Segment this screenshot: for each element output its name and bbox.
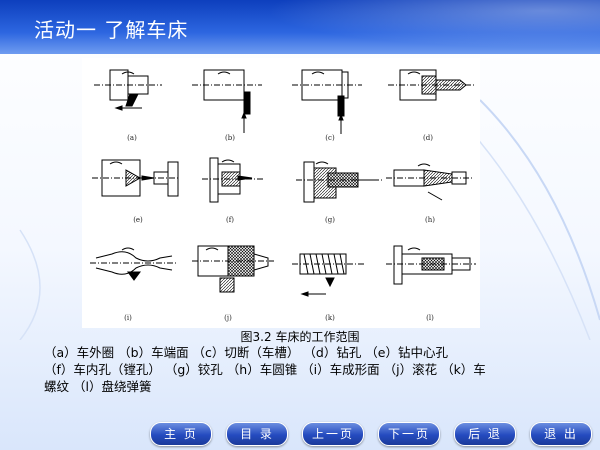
panel-a-drawing [94, 69, 162, 111]
next-page-button[interactable]: 下一页 [378, 422, 440, 446]
panel-e-drawing [92, 159, 179, 197]
panel-d-drawing [388, 69, 474, 101]
panel-b-drawing [192, 69, 262, 133]
panel-label-f: (f) [226, 216, 234, 224]
lathe-figure: (a) (b) (c) (d) (e) (f) (g) (h) (i) (j) … [82, 58, 480, 328]
panel-label-j: (j) [224, 314, 232, 322]
panel-label-d: (d) [423, 134, 433, 142]
panel-label-b: (b) [225, 134, 235, 142]
prev-page-button[interactable]: 上一页 [302, 422, 364, 446]
navigation-bar: 主 页 目 录 上一页 下一页 后 退 退 出 [150, 422, 592, 448]
exit-button[interactable]: 退 出 [530, 422, 592, 446]
panel-f-drawing [202, 157, 264, 203]
panel-i-drawing [90, 247, 178, 281]
description-line-2: （f）车内孔（镗孔） （g）铰孔 （h）车圆锥 （i）车成形面 （j）滚花 （k… [44, 362, 486, 377]
header-glow [220, 0, 600, 54]
panel-label-l: (l) [426, 314, 434, 322]
panel-label-k: (k) [325, 314, 335, 322]
panel-h-drawing [386, 163, 474, 201]
description-line-1: （a）车外圈 （b）车端面 （c）切断（车槽） （d）钻孔 （e）钻中心孔 [44, 345, 448, 360]
panel-c-drawing [292, 69, 362, 134]
slide-title: 活动一 了解车床 [34, 18, 189, 42]
back-button[interactable]: 后 退 [454, 422, 516, 446]
panel-label-a: (a) [127, 134, 137, 142]
panel-label-i: (i) [124, 314, 132, 322]
panel-j-drawing [192, 245, 274, 293]
panel-label-e: (e) [133, 216, 143, 224]
panel-label-c: (c) [325, 134, 335, 142]
panel-label-g: (g) [325, 216, 335, 224]
description-text: （a）车外圈 （b）车端面 （c）切断（车槽） （d）钻孔 （e）钻中心孔 （f… [44, 344, 584, 395]
panel-g-drawing [296, 161, 382, 203]
header-bar: 活动一 了解车床 [0, 0, 600, 54]
home-button[interactable]: 主 页 [150, 422, 212, 446]
panel-k-drawing [292, 253, 364, 297]
figure-caption: 图3.2 车床的工作范围 [240, 330, 360, 344]
contents-button[interactable]: 目 录 [226, 422, 288, 446]
panel-label-h: (h) [425, 216, 435, 224]
panel-l-drawing [386, 245, 476, 285]
description-line-3: 螺纹 （l）盘绕弹簧 [44, 379, 152, 394]
